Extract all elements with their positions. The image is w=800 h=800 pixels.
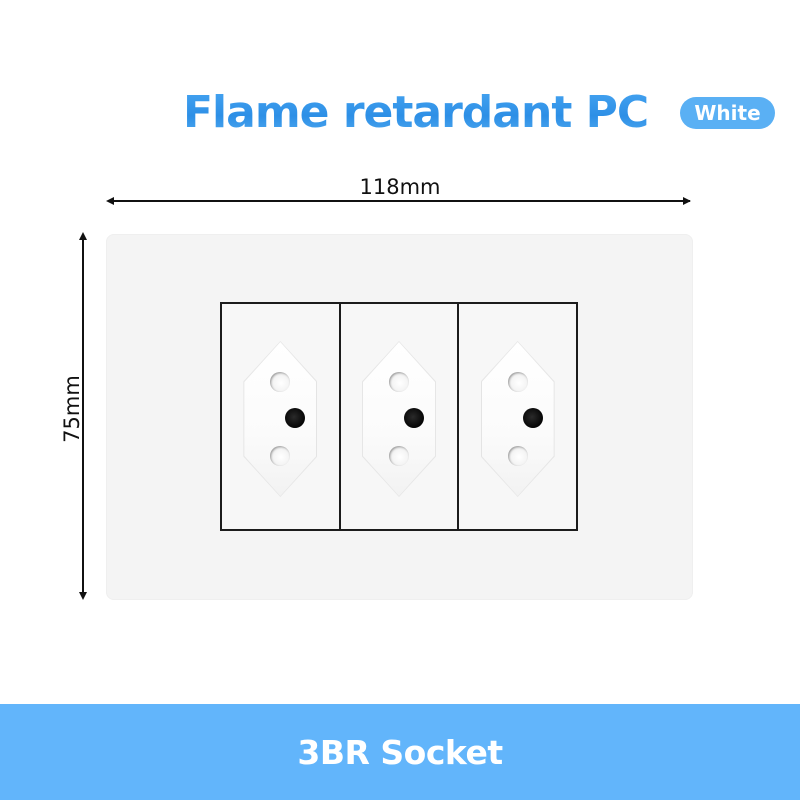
- product-material-title: Flame retardant PC: [183, 84, 649, 142]
- socket-module-2: [338, 304, 458, 529]
- arrow-right-icon: [683, 197, 691, 205]
- socket-module-frame: [220, 302, 578, 531]
- br-socket-icon: [244, 342, 317, 496]
- arrow-up-icon: [79, 232, 87, 240]
- ground-hole: [404, 408, 424, 428]
- br-socket-icon: [363, 342, 435, 496]
- footer-band: 3BR Socket: [0, 704, 800, 800]
- pin-hole-bottom: [389, 446, 409, 466]
- socket-module-3: [457, 304, 577, 529]
- width-dimension-line: [110, 200, 690, 202]
- arrow-left-icon: [106, 197, 114, 205]
- width-dimension-label: 118mm: [359, 175, 441, 199]
- ground-hole: [522, 408, 543, 428]
- product-name-label: 3BR Socket: [297, 732, 503, 772]
- pin-hole-top: [507, 372, 528, 392]
- pin-hole-bottom: [507, 446, 528, 466]
- br-socket-icon: [481, 342, 554, 496]
- pin-hole-top: [389, 372, 409, 392]
- color-badge: White: [680, 97, 775, 129]
- height-dimension-line: [82, 238, 84, 596]
- arrow-down-icon: [79, 592, 87, 600]
- height-dimension-label: 75mm: [60, 375, 84, 443]
- pin-hole-bottom: [270, 446, 291, 466]
- ground-hole: [285, 408, 306, 428]
- pin-hole-top: [270, 372, 291, 392]
- socket-module-1: [222, 304, 339, 529]
